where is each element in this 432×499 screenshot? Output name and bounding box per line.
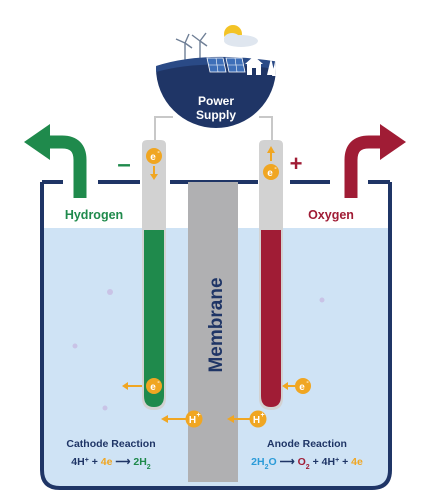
power-supply-label-line1: Power xyxy=(198,94,234,108)
cathode-reaction-equation: 4H+ + 4e ⟶ 2H2 xyxy=(71,456,151,471)
house-icon xyxy=(245,56,263,75)
electron-anode-bottom: e - xyxy=(282,378,311,394)
minus-sign: – xyxy=(117,151,130,178)
cloud-icon xyxy=(224,33,258,47)
electron-cathode-bottom: e - xyxy=(122,378,162,394)
power-supply-badge: Power Supply xyxy=(156,8,276,128)
wind-turbine-icon xyxy=(175,32,208,60)
tree-icon xyxy=(267,52,276,76)
electron-cathode-top: e - xyxy=(146,148,162,180)
hydrogen-arrow-icon xyxy=(24,124,87,198)
oxygen-label: Oxygen xyxy=(308,208,354,222)
svg-text:+: + xyxy=(196,412,200,419)
plus-sign: + xyxy=(290,151,303,176)
oxygen-arrow-icon xyxy=(344,124,406,198)
svg-text:e: e xyxy=(150,382,156,393)
svg-text:H: H xyxy=(189,415,196,426)
svg-text:e: e xyxy=(150,152,156,163)
solar-panel-icon xyxy=(206,57,246,73)
proton-right: H + xyxy=(227,410,267,428)
svg-text:-: - xyxy=(157,379,160,386)
svg-text:e: e xyxy=(299,382,305,393)
membrane: Membrane xyxy=(188,182,238,482)
svg-text:-: - xyxy=(274,165,277,172)
cathode-electrode xyxy=(142,140,166,410)
svg-text:+: + xyxy=(260,412,264,419)
svg-text:e: e xyxy=(267,168,273,179)
svg-text:-: - xyxy=(306,379,309,386)
anode-reaction-equation: 2H2O ⟶ O2 + 4H+ + 4e xyxy=(251,456,363,471)
hydrogen-label: Hydrogen xyxy=(65,208,123,222)
svg-text:H: H xyxy=(253,415,260,426)
power-supply-label-line2: Supply xyxy=(196,108,236,122)
cathode-reaction-title: Cathode Reaction xyxy=(66,438,155,450)
electron-anode-top: e - xyxy=(263,146,279,180)
wires xyxy=(154,116,273,143)
membrane-label: Membrane xyxy=(206,277,227,372)
anode-electrode xyxy=(259,140,283,410)
svg-text:-: - xyxy=(157,149,160,156)
proton-left: H + xyxy=(161,410,203,428)
anode-reaction-title: Anode Reaction xyxy=(267,438,347,450)
